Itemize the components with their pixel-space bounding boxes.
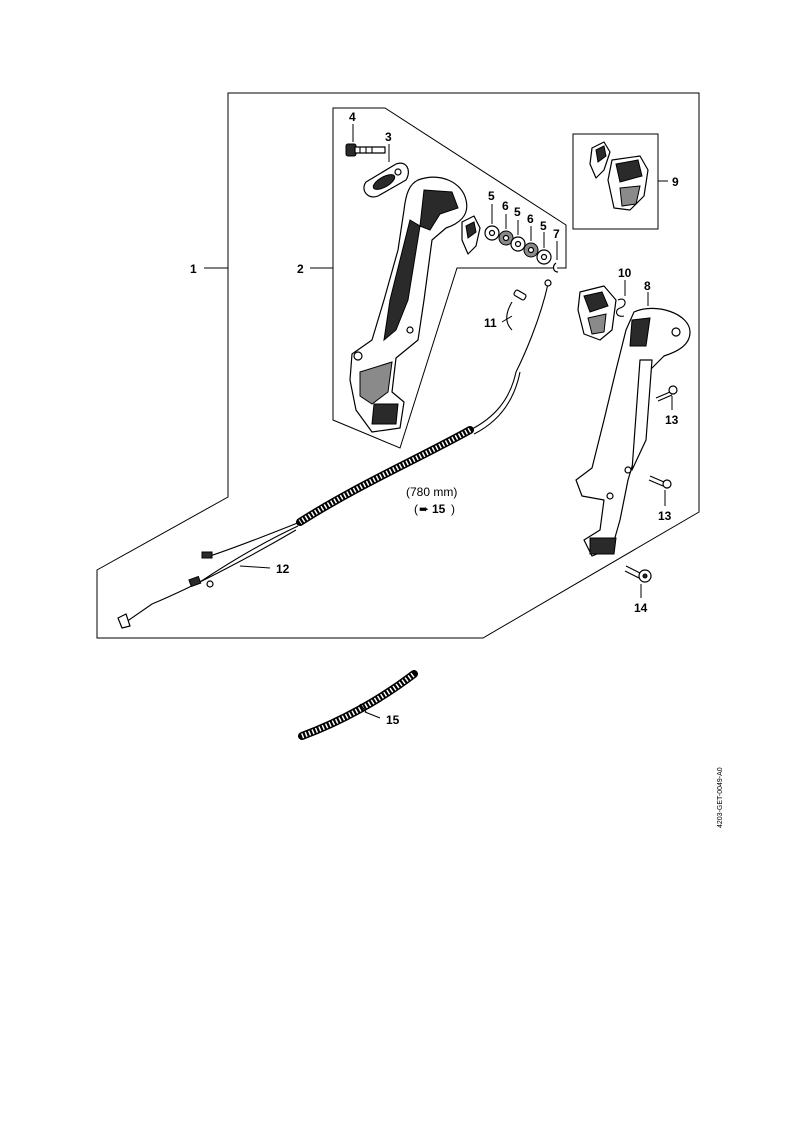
hose-ref-number: 15 <box>432 502 446 516</box>
trigger-part-8-assembly <box>577 285 626 341</box>
callout-6a: 6 <box>502 199 509 213</box>
hose-main <box>296 371 521 526</box>
callout-13b: 13 <box>658 509 672 523</box>
hose-ref-open-paren: ( <box>414 502 418 516</box>
screw-part-13-upper <box>655 385 678 402</box>
screw-part-14 <box>624 565 652 583</box>
callout-3: 3 <box>385 130 392 144</box>
handle-shell-right <box>575 307 691 557</box>
drawing-code: 4203-GET-0049-A0 <box>717 767 724 828</box>
hose-ref-close-paren: ) <box>451 502 455 516</box>
callout-2: 2 <box>297 262 304 276</box>
arrow-right-icon: ➨ <box>419 502 429 516</box>
callout-4: 4 <box>349 110 356 124</box>
screw-part-13-lower <box>648 475 672 489</box>
screw-part-4 <box>345 143 386 157</box>
handle-shell-left <box>349 176 468 433</box>
trigger-small <box>461 215 481 255</box>
hose-reference: ( ➨ 15 ) <box>414 502 455 516</box>
callout-1: 1 <box>190 262 197 276</box>
callout-10: 10 <box>618 266 632 280</box>
cover-part-3 <box>363 162 409 198</box>
callout-15: 15 <box>386 713 400 727</box>
trigger-set-part-9 <box>589 141 649 211</box>
hose-length-label: (780 mm) <box>406 485 457 499</box>
callout-5c: 5 <box>540 219 547 233</box>
callout-9: 9 <box>672 175 679 189</box>
callout-7: 7 <box>553 227 560 241</box>
callout-6b: 6 <box>527 212 534 226</box>
assembly-frame <box>96 92 700 639</box>
hose-part-15 <box>298 670 418 740</box>
callout-12: 12 <box>276 562 290 576</box>
callout-5b: 5 <box>514 205 521 219</box>
callout-13a: 13 <box>665 413 679 427</box>
callout-14: 14 <box>634 601 648 615</box>
wire-part-11 <box>506 279 552 373</box>
callout-11: 11 <box>484 316 497 330</box>
callout-5a: 5 <box>488 189 495 203</box>
wire-harness-part-12 <box>117 521 301 629</box>
callout-8: 8 <box>644 279 651 293</box>
subassembly-frame <box>332 107 567 449</box>
washer-stack <box>484 225 559 273</box>
